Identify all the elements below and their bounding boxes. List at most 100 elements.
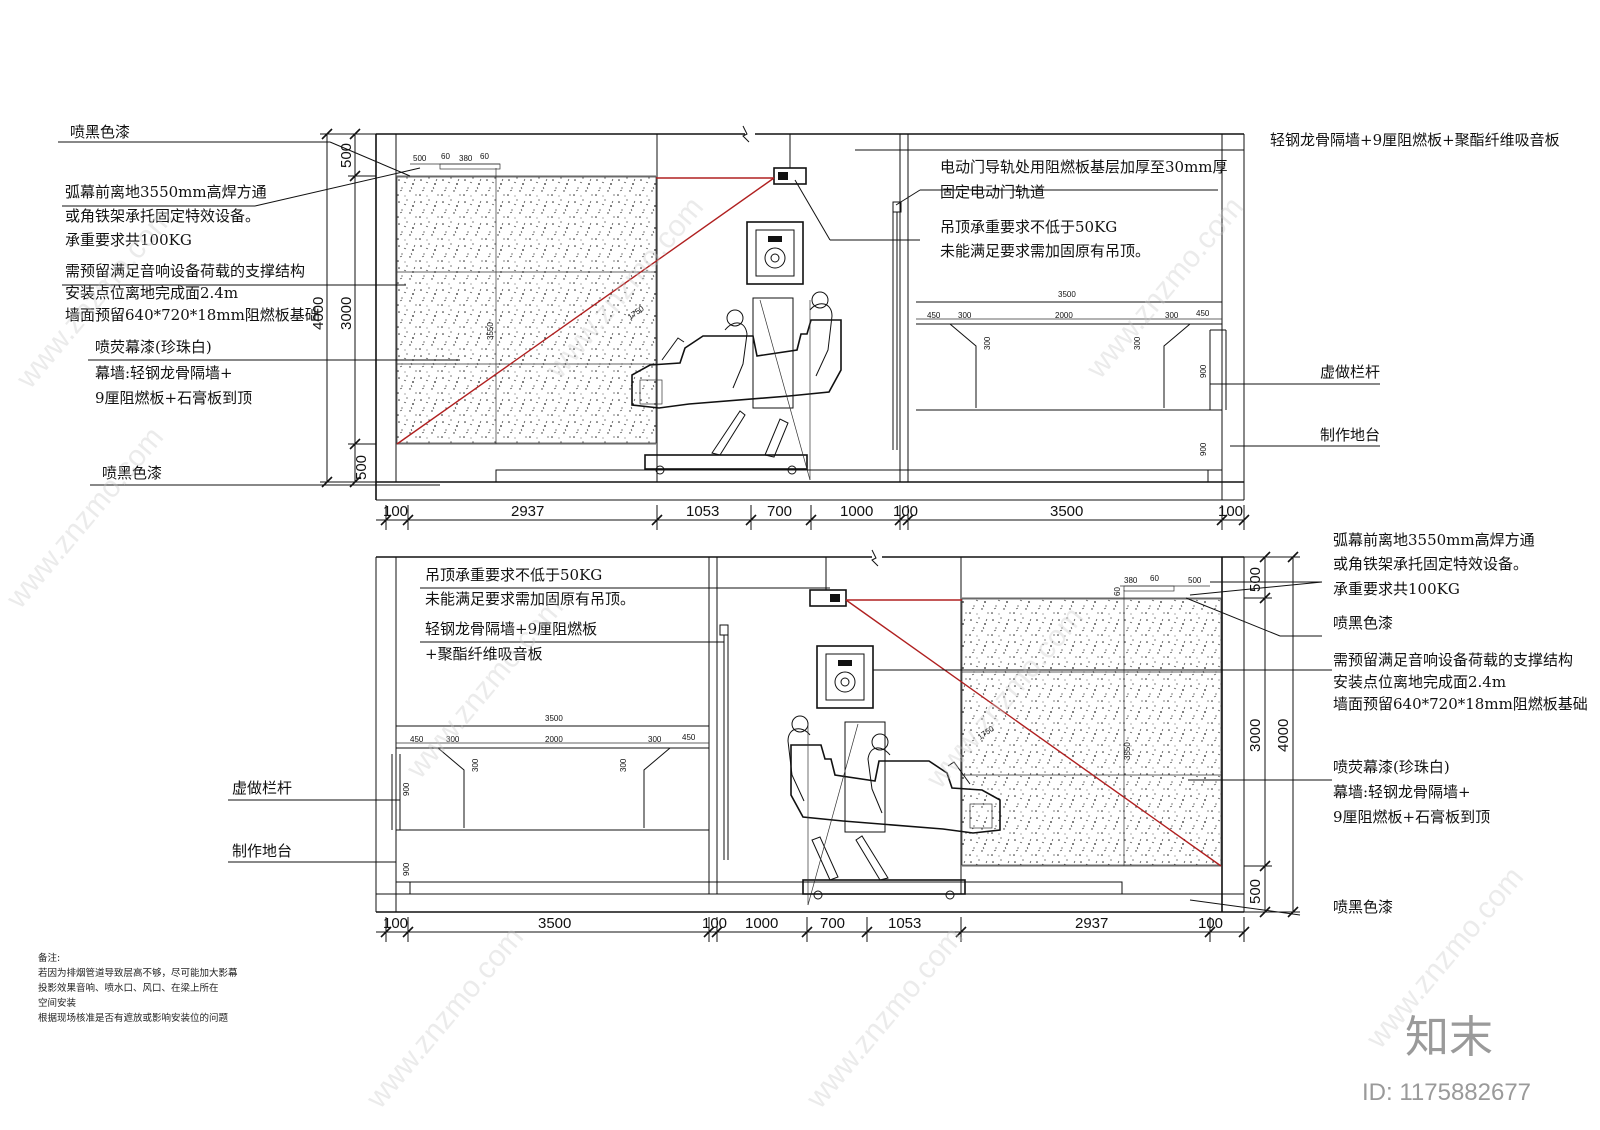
watermark-text-7: www.znzmo.com bbox=[359, 921, 530, 1115]
upper-label-screen-note-2: 或角铁架承托固定特效设备。 bbox=[65, 207, 260, 225]
lower-label-wall-1: 轻钢龙骨隔墙+9厘阻燃板 bbox=[425, 620, 597, 638]
lower-hdim-8: 100 bbox=[1198, 915, 1223, 932]
lower-label-screen-note-1: 弧幕前离地3550mm高焊方通 bbox=[1333, 531, 1535, 549]
upper-label-ceiling-2: 未能满足要求需加固原有吊顶。 bbox=[940, 242, 1150, 260]
upper-label-audio-note-1: 需预留满足音响设备荷载的支撑结构 bbox=[65, 262, 305, 280]
upper-height-2: 900 bbox=[1199, 442, 1208, 456]
upper-label-screen-note-3: 承重要求共100KG bbox=[65, 231, 192, 249]
upper-motion-seats bbox=[631, 291, 842, 481]
watermark-id: ID: 1175882677 bbox=[1362, 1079, 1531, 1106]
watermark-text-4: www.znzmo.com bbox=[0, 421, 170, 615]
upper-vdim-500-bottom: 500 bbox=[353, 455, 370, 480]
notes-block: 备注: 若因为排烟管道导致层高不够，尽可能加大影幕 投影效果音响、喷水口、风口、… bbox=[38, 952, 238, 1024]
lower-vdim-500-bottom: 500 bbox=[1247, 879, 1264, 904]
upper-small-top-4: 60 bbox=[480, 152, 489, 161]
upper-hdim-8: 100 bbox=[1218, 503, 1243, 520]
upper-rail-h2: 300 bbox=[1133, 336, 1142, 350]
lower-projector bbox=[809, 589, 847, 607]
upper-rail-p5: 450 bbox=[1196, 309, 1210, 318]
upper-speaker bbox=[746, 221, 804, 285]
lower-hdim-6: 1053 bbox=[888, 915, 921, 932]
notes-line-1: 若因为排烟管道导致层高不够，尽可能加大影幕 bbox=[38, 967, 238, 979]
upper-small-top-3: 380 bbox=[459, 154, 473, 163]
upper-rail-p4: 300 bbox=[1165, 311, 1179, 320]
upper-hdim-6: 100 bbox=[893, 503, 918, 520]
upper-vdim-500-top: 500 bbox=[338, 143, 355, 168]
lower-rail-p3: 2000 bbox=[545, 735, 563, 744]
lower-vdim-500-top: 500 bbox=[1247, 567, 1264, 592]
upper-label-railing: 虚做栏杆 bbox=[1320, 363, 1380, 381]
lower-small-top-2: 60 bbox=[1150, 574, 1159, 583]
upper-rail-total: 3500 bbox=[1058, 290, 1076, 299]
upper-hdim-7: 3500 bbox=[1050, 503, 1083, 520]
upper-rail-p2: 300 bbox=[958, 311, 972, 320]
upper-label-door-2: 固定电动门轨道 bbox=[940, 183, 1045, 201]
upper-label-paint-bottom: 喷黑色漆 bbox=[102, 464, 162, 482]
upper-hdim-1: 100 bbox=[383, 503, 408, 520]
upper-label-door-1: 电动门导轨处用阻燃板基层加厚至30mm厚 bbox=[940, 158, 1228, 176]
lower-label-curtain-2: 9厘阻燃板+石膏板到顶 bbox=[1333, 808, 1490, 826]
lower-hdim-3: 100 bbox=[702, 915, 727, 932]
upper-label-screen-paint: 喷荧幕漆(珍珠白) bbox=[95, 338, 212, 356]
lower-rail-h1: 300 bbox=[471, 758, 480, 772]
lower-label-wall-2: +聚酯纤维吸音板 bbox=[425, 645, 543, 663]
lower-vdim-4000: 4000 bbox=[1275, 719, 1292, 752]
lower-hdim-ticks bbox=[380, 917, 1250, 942]
upper-height-1: 900 bbox=[1199, 364, 1208, 378]
lower-hdim-4: 1000 bbox=[745, 915, 778, 932]
lower-label-platform: 制作地台 bbox=[232, 842, 292, 860]
upper-label-audio-note-3: 墙面预留640*720*18mm阻燃板基础 bbox=[65, 306, 320, 324]
upper-hdim-2: 2937 bbox=[511, 503, 544, 520]
lower-label-audio-note-3: 墙面预留640*720*18mm阻燃板基础 bbox=[1333, 695, 1588, 713]
lower-small-top-1: 380 bbox=[1124, 576, 1138, 585]
upper-rail-p1: 450 bbox=[927, 311, 941, 320]
lower-rail-p5: 450 bbox=[682, 733, 696, 742]
upper-label-ceiling-1: 吊顶承重要求不低于50KG bbox=[940, 218, 1117, 236]
upper-hdim-4: 700 bbox=[767, 503, 792, 520]
notes-title: 备注: bbox=[38, 952, 60, 964]
upper-hdim-3: 1053 bbox=[686, 503, 719, 520]
upper-label-audio-note-2: 安装点位离地完成面2.4m bbox=[65, 284, 238, 302]
upper-label-wall-spec: 轻钢龙骨隔墙+9厘阻燃板+聚酯纤维吸音板 bbox=[1270, 131, 1560, 149]
watermark-text-8: www.znzmo.com bbox=[799, 921, 970, 1115]
lower-screen-height: 3550 bbox=[1123, 742, 1132, 760]
lower-label-paint-bottom: 喷黑色漆 bbox=[1333, 898, 1393, 916]
lower-label-curtain-1: 幕墙:轻钢龙骨隔墙+ bbox=[1333, 783, 1471, 801]
lower-label-screen-note-3: 承重要求共100KG bbox=[1333, 580, 1460, 598]
upper-label-curtain-1: 幕墙:轻钢龙骨隔墙+ bbox=[95, 364, 233, 382]
lower-small-top-3: 500 bbox=[1188, 576, 1202, 585]
lower-small-top-4: 60 bbox=[1113, 587, 1122, 596]
lower-label-audio-note-2: 安装点位离地完成面2.4m bbox=[1333, 673, 1506, 691]
lower-label-audio-note-1: 需预留满足音响设备荷载的支撑结构 bbox=[1333, 651, 1573, 669]
upper-rail-h1: 300 bbox=[983, 336, 992, 350]
upper-small-top-1: 500 bbox=[413, 154, 427, 163]
lower-hdim-2: 3500 bbox=[538, 915, 571, 932]
lower-hdim-7: 2937 bbox=[1075, 915, 1108, 932]
lower-rail-p1: 450 bbox=[410, 735, 424, 744]
lower-motion-seats bbox=[787, 715, 1001, 906]
notes-line-2: 投影效果音响、喷水口、风口、在梁上所在 bbox=[38, 982, 219, 994]
upper-hdim-ticks bbox=[380, 505, 1250, 530]
upper-label-paint-top: 喷黑色漆 bbox=[70, 123, 130, 141]
lower-label-paint-top: 喷黑色漆 bbox=[1333, 614, 1393, 632]
lower-height-2: 900 bbox=[402, 862, 411, 876]
lower-hdim-1: 100 bbox=[383, 915, 408, 932]
lower-label-railing: 虚做栏杆 bbox=[232, 779, 292, 797]
lower-rail-p4: 300 bbox=[648, 735, 662, 744]
upper-small-top-2: 60 bbox=[441, 152, 450, 161]
upper-label-screen-note-1: 弧幕前离地3550mm高焊方通 bbox=[65, 183, 267, 201]
upper-label-platform: 制作地台 bbox=[1320, 426, 1380, 444]
upper-vdim-4000: 4000 bbox=[310, 297, 327, 330]
watermark-brand-logo: 知末 bbox=[1405, 1012, 1493, 1063]
lower-speaker bbox=[816, 645, 874, 709]
lower-elevation: 380 60 500 60 3550 1750 bbox=[228, 531, 1588, 942]
lower-rail-h2: 300 bbox=[619, 758, 628, 772]
notes-line-3: 空间安装 bbox=[38, 997, 77, 1009]
lower-vdim-3000: 3000 bbox=[1247, 719, 1264, 752]
upper-label-curtain-2: 9厘阻燃板+石膏板到顶 bbox=[95, 389, 252, 407]
lower-height-1: 900 bbox=[402, 782, 411, 796]
notes-line-4: 根据现场核准是否有遮放或影响安装位的问题 bbox=[38, 1012, 229, 1024]
upper-vdim-3000: 3000 bbox=[338, 297, 355, 330]
lower-rail-total: 3500 bbox=[545, 714, 563, 723]
